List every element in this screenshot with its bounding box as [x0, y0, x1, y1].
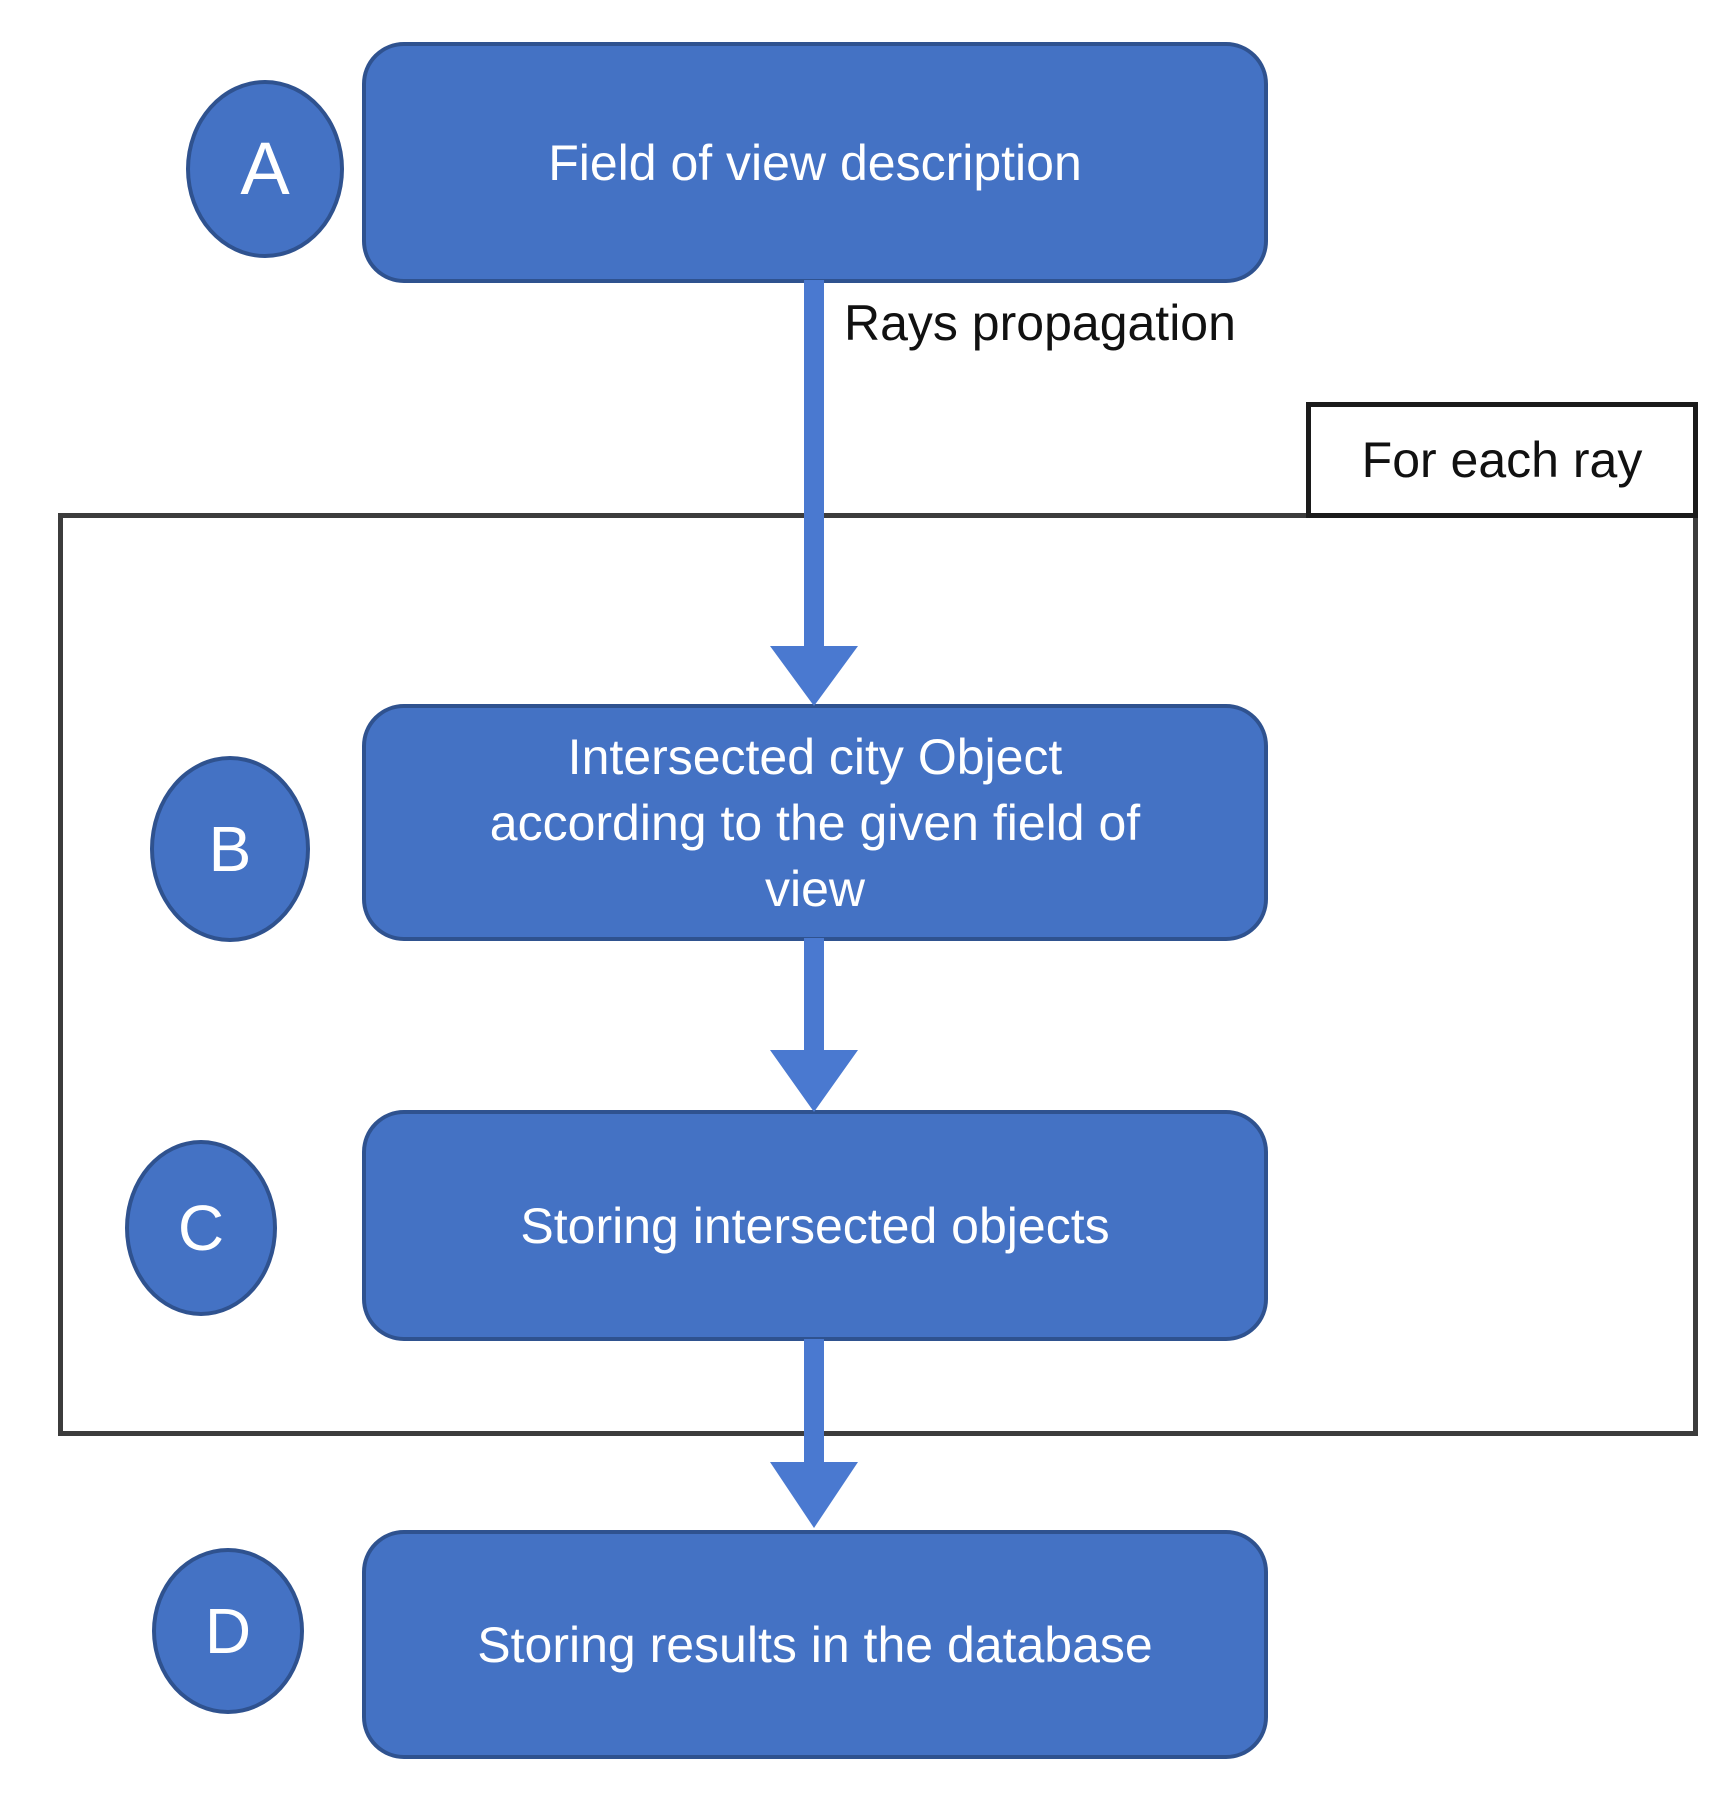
arrow-b-to-c-shaft	[804, 938, 824, 1052]
step-letter-b: B	[208, 813, 252, 885]
node-label-line: Intersected city Object	[567, 728, 1063, 785]
node-label-line: view	[764, 860, 866, 917]
arrow-a-to-b-shaft	[804, 280, 824, 648]
arrow-c-to-d-head	[770, 1462, 858, 1528]
arrow-b-to-c-head	[770, 1050, 858, 1112]
arrow-a-to-b-head	[770, 646, 858, 706]
step-letter-d: D	[204, 1595, 252, 1667]
node-box-intersected-city-object: Intersected city Object according to the…	[362, 704, 1268, 941]
node-box-field-of-view: Field of view description	[362, 42, 1268, 283]
node-label-line: Field of view description	[548, 134, 1082, 191]
for-each-ray-frame	[58, 513, 1698, 1436]
for-each-ray-label-box: For each ray	[1306, 402, 1698, 518]
step-circle-b: B	[150, 756, 310, 942]
node-box-storing-intersected-objects: Storing intersected objects	[362, 1110, 1268, 1341]
step-circle-c: C	[125, 1140, 277, 1316]
step-circle-a: A	[186, 80, 344, 258]
node-label-line: Storing intersected objects	[520, 1197, 1110, 1254]
node-box-storing-results-database: Storing results in the database	[362, 1530, 1268, 1759]
node-label-line: according to the given field of	[489, 794, 1141, 851]
rays-propagation-label: Rays propagation	[844, 295, 1236, 351]
arrow-c-to-d-shaft	[804, 1339, 824, 1464]
step-letter-c: C	[177, 1192, 225, 1264]
step-circle-d: D	[152, 1548, 304, 1714]
node-label-line: Storing results in the database	[477, 1616, 1153, 1673]
for-each-ray-label: For each ray	[1361, 432, 1643, 488]
step-letter-a: A	[240, 127, 290, 210]
